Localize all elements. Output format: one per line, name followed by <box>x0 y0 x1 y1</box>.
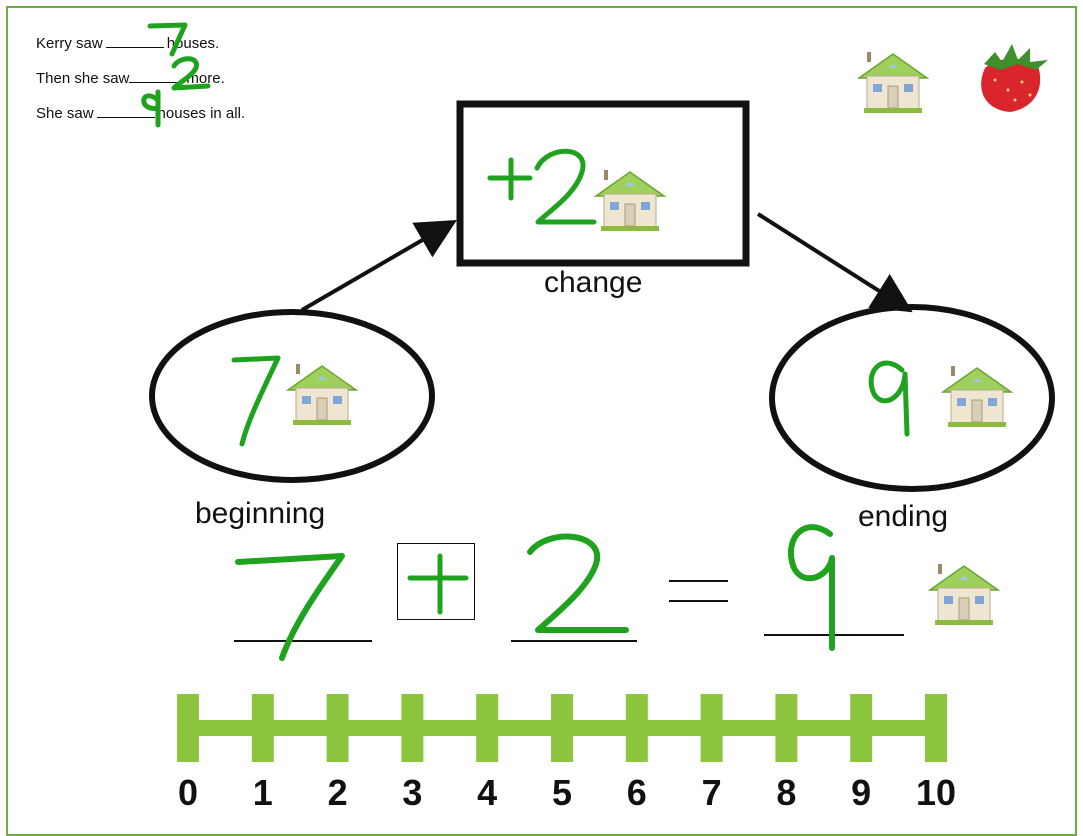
strawberry-icon <box>981 44 1048 112</box>
line1-text-start: Kerry saw <box>36 35 103 52</box>
blank-1[interactable] <box>105 33 164 48</box>
beginning-circle <box>149 309 435 483</box>
answer-1-handwriting <box>147 22 188 57</box>
equation-blank-2[interactable] <box>511 640 637 642</box>
number-line-label: 0 <box>177 772 199 813</box>
ending-label: ending <box>858 500 949 533</box>
house-icon <box>929 563 999 626</box>
number-line-label: 5 <box>551 772 573 813</box>
number-line-label: 1 <box>252 772 273 813</box>
number-line-label: 2 <box>327 772 348 813</box>
arrow-to-ending <box>756 212 913 313</box>
beginning-seven <box>231 355 281 447</box>
number-line-tick <box>476 694 499 762</box>
equals-bar-bottom <box>669 600 728 602</box>
answer-2-handwriting <box>171 56 211 91</box>
number-line-label: 6 <box>626 772 647 813</box>
equals-bar-top <box>669 580 728 582</box>
answer-3-handwriting <box>141 89 161 128</box>
equation-blank-1[interactable] <box>234 640 372 642</box>
problem-line-3: She saw houses in all. <box>36 103 245 122</box>
change-box <box>456 100 750 267</box>
number-line-label: 8 <box>776 772 797 813</box>
problem-line-2: Then she saw more. <box>36 68 225 87</box>
change-two <box>534 148 597 225</box>
line2-text-end: more. <box>186 70 225 87</box>
house-icon <box>942 365 1012 428</box>
number-line-label: 9 <box>851 772 872 813</box>
line3-text-start: She saw <box>36 105 94 122</box>
diagram-canvas <box>141 22 1055 762</box>
equation-plus <box>407 553 469 615</box>
number-line-tick <box>551 694 573 762</box>
change-plus <box>487 157 533 201</box>
equation-two <box>527 533 629 633</box>
blank-2[interactable] <box>129 68 184 83</box>
house-icon <box>287 363 357 426</box>
number-line-tick <box>177 694 199 762</box>
blank-3[interactable] <box>96 103 155 118</box>
arrow-to-change <box>300 219 457 312</box>
ending-nine <box>868 360 910 437</box>
number-line-label: 3 <box>402 772 423 813</box>
number-line-tick <box>401 694 424 762</box>
number-line-label: 10 <box>915 772 957 813</box>
equation-nine <box>787 524 835 651</box>
house-icon <box>858 51 928 114</box>
operator-box[interactable] <box>397 543 475 620</box>
line3-text-end: houses in all. <box>157 105 246 122</box>
line2-text-start: Then she saw <box>36 70 130 87</box>
number-line-tick <box>326 694 349 762</box>
ending-circle <box>769 304 1055 492</box>
number-line-label: 4 <box>477 772 498 813</box>
number-line-label: 7 <box>701 772 722 813</box>
number-line-tick <box>850 694 873 762</box>
beginning-label: beginning <box>195 497 326 530</box>
house-icon <box>595 169 665 232</box>
number-line-tick <box>775 694 798 762</box>
change-label: change <box>544 266 643 299</box>
number-line <box>177 694 947 762</box>
number-line-tick <box>625 694 648 762</box>
number-line-tick <box>700 694 723 762</box>
number-line-tick <box>251 694 274 762</box>
number-line-tick <box>925 694 947 762</box>
equation-seven <box>235 553 345 661</box>
